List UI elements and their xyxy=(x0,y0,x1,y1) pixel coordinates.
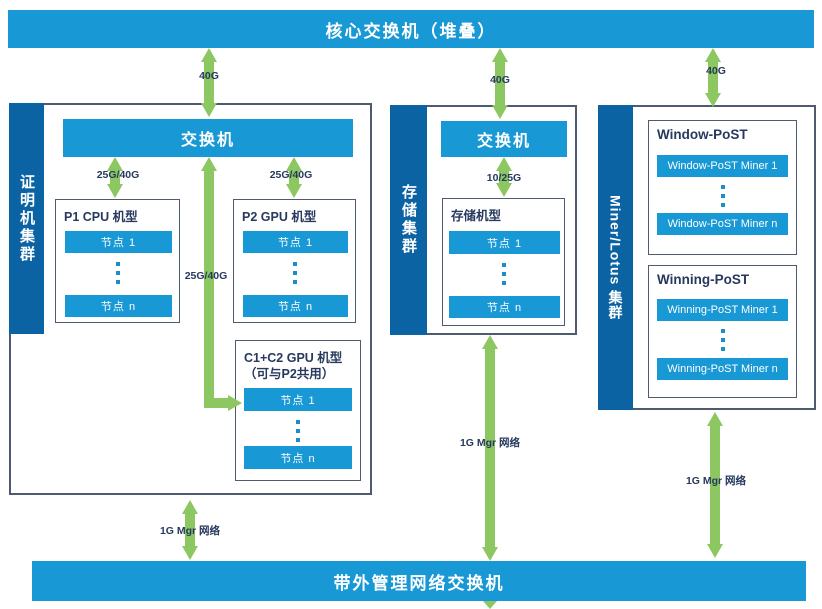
p1-cpu-machine-box: P1 CPU 机型 节点 1 节点 n xyxy=(55,199,180,323)
link-label-mgmt-proving: 1G Mgr 网络 xyxy=(159,525,221,537)
ellipsis-dots xyxy=(292,262,297,284)
ellipsis-dots xyxy=(296,420,300,442)
window-post-title: Window-PoST xyxy=(657,127,748,142)
proving-cluster-sidebar: 证明机集群 xyxy=(9,103,44,334)
storage-cluster-sidebar: 存储集群 xyxy=(390,105,427,335)
link-label-mgmt-miner: 1G Mgr 网络 xyxy=(685,475,747,487)
window-post-miner-last: Window-PoST Miner n xyxy=(657,213,788,235)
ellipsis-dots xyxy=(501,263,506,285)
miner-lotus-cluster-name: Miner/Lotus 集群 xyxy=(607,194,624,321)
winning-post-title: Winning-PoST xyxy=(657,272,750,287)
p1-node-last: 节点 n xyxy=(65,295,172,317)
link-label-core-storage: 40G xyxy=(490,74,510,86)
link-label-sw-c1c2: 25G/40G xyxy=(184,270,228,282)
ellipsis-dots xyxy=(720,185,725,207)
storage-switch-label: 交换机 xyxy=(476,133,531,150)
link-label-sw-storage: 10/25G xyxy=(486,172,522,184)
p2-gpu-machine-box: P2 GPU 机型 节点 1 节点 n xyxy=(233,199,356,323)
storage-cluster-name: 存储集群 xyxy=(400,184,417,256)
proving-switch-bar: 交换机 xyxy=(63,119,353,157)
storage-node-last: 节点 n xyxy=(449,296,560,318)
c1c2-node-last: 节点 n xyxy=(244,446,352,469)
link-label-sw-p1: 25G/40G xyxy=(96,169,140,181)
miner-lotus-cluster-sidebar: Miner/Lotus 集群 xyxy=(598,105,633,410)
c1c2-node-first: 节点 1 xyxy=(244,388,352,411)
link-label-core-proving: 40G xyxy=(199,70,219,82)
ellipsis-dots xyxy=(720,329,725,351)
p1-title: P1 CPU 机型 xyxy=(64,210,138,224)
proving-cluster-name: 证明机集群 xyxy=(18,173,35,264)
oob-switch-bar: 带外管理网络交换机 xyxy=(32,561,806,601)
proving-switch-label: 交换机 xyxy=(180,132,235,149)
c1c2-title: C1+C2 GPU 机型 xyxy=(244,351,343,365)
winning-post-box: Winning-PoST Winning-PoST Miner 1 Winnin… xyxy=(648,265,797,398)
c1c2-subtitle: （可与P2共用） xyxy=(244,367,335,381)
p2-node-first: 节点 1 xyxy=(243,231,348,253)
window-post-miner-first: Window-PoST Miner 1 xyxy=(657,155,788,177)
link-label-mgmt-storage: 1G Mgr 网络 xyxy=(459,437,521,449)
c1c2-gpu-machine-box: C1+C2 GPU 机型 （可与P2共用） 节点 1 节点 n xyxy=(235,340,361,481)
ellipsis-dots xyxy=(115,262,120,284)
window-post-box: Window-PoST Window-PoST Miner 1 Window-P… xyxy=(648,120,797,255)
p2-title: P2 GPU 机型 xyxy=(242,210,317,224)
p1-node-first: 节点 1 xyxy=(65,231,172,253)
arrow-tip-below-bar xyxy=(483,601,497,609)
core-switch-bar: 核心交换机（堆叠） xyxy=(8,10,814,48)
storage-machine-box: 存储机型 节点 1 节点 n xyxy=(442,198,565,326)
p2-node-last: 节点 n xyxy=(243,295,348,317)
link-label-sw-p2: 25G/40G xyxy=(269,169,313,181)
storage-node-first: 节点 1 xyxy=(449,231,560,254)
core-switch-label: 核心交换机（堆叠） xyxy=(325,21,497,41)
storage-switch-bar: 交换机 xyxy=(441,121,567,157)
winning-post-miner-last: Winning-PoST Miner n xyxy=(657,358,788,380)
oob-switch-label: 带外管理网络交换机 xyxy=(333,573,505,593)
link-label-core-miner: 40G xyxy=(706,65,726,77)
storage-machine-title: 存储机型 xyxy=(451,209,502,223)
winning-post-miner-first: Winning-PoST Miner 1 xyxy=(657,299,788,321)
